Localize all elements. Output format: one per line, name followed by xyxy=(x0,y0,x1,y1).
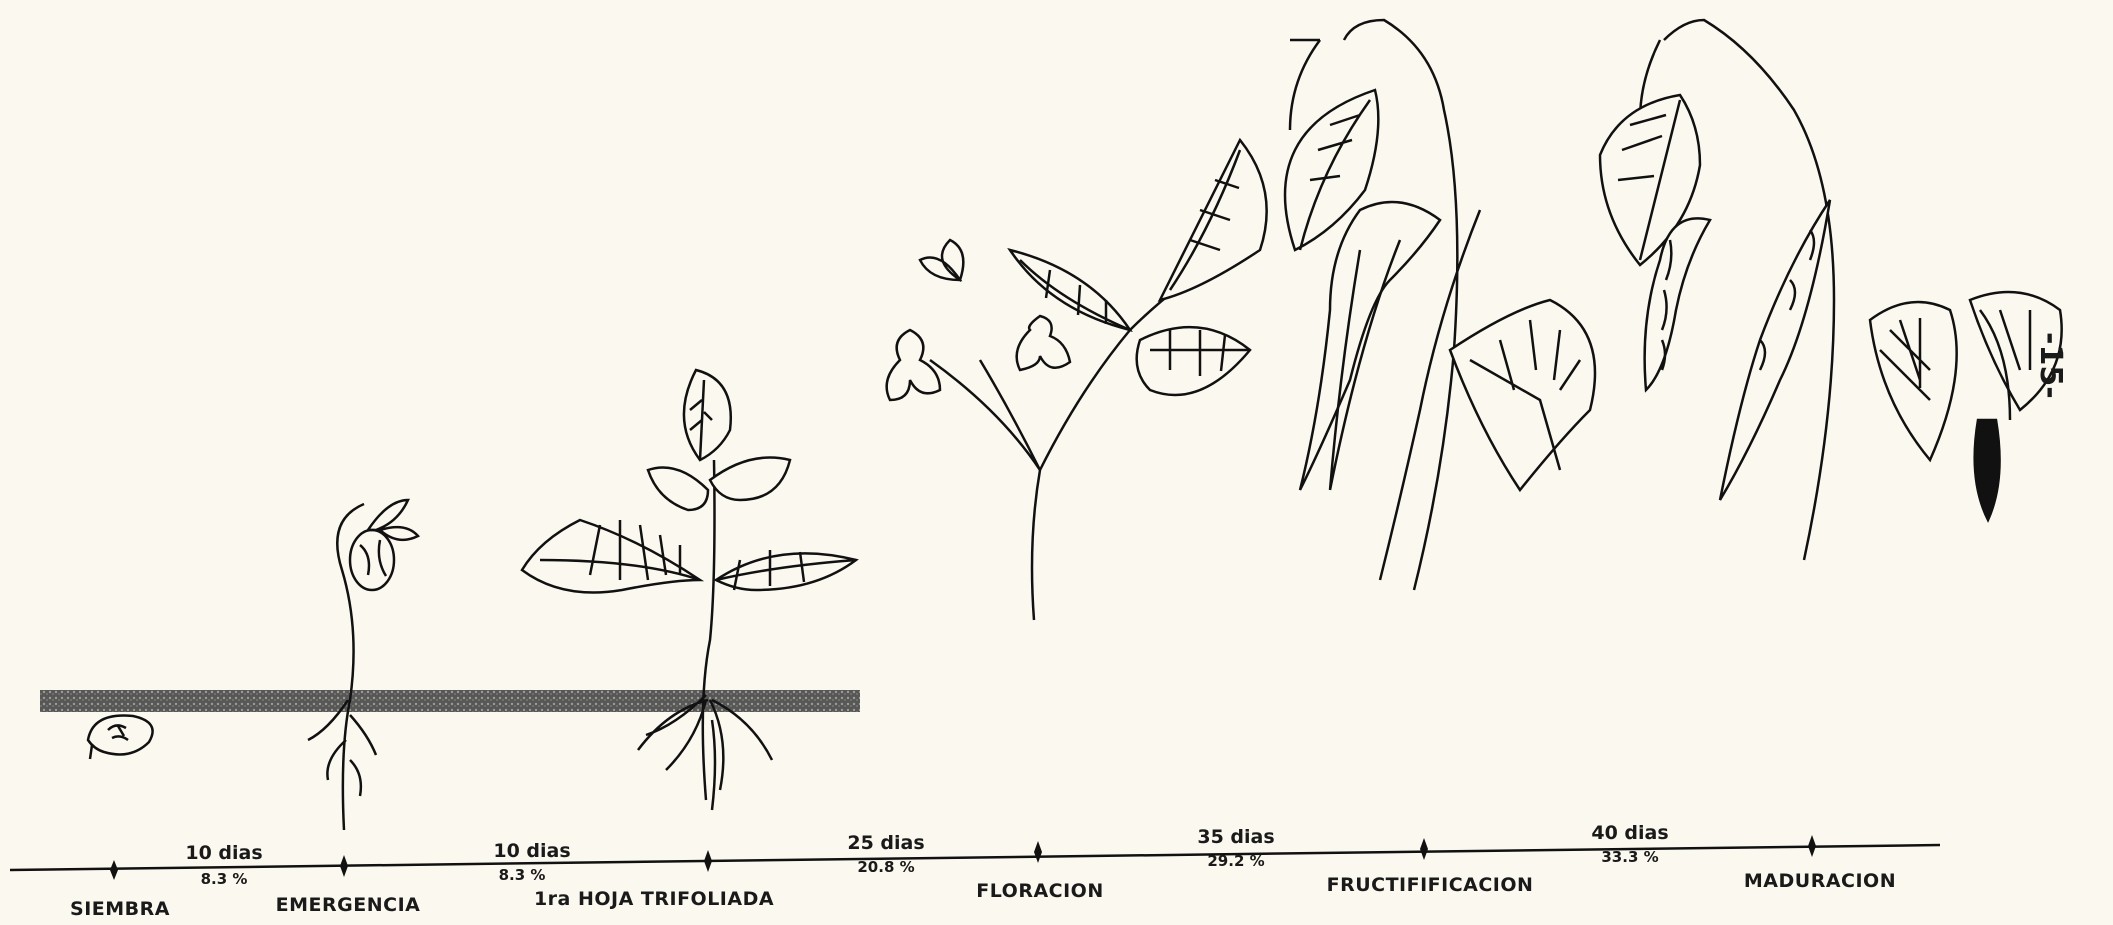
interval-1-duration: 10 dias xyxy=(185,842,262,864)
stage-label-maduracion: MADURACION xyxy=(1744,870,1896,892)
stage-label-siembra: SIEMBRA xyxy=(70,898,170,920)
seed-drawing xyxy=(88,716,153,760)
first-trifoliate-drawing xyxy=(522,370,856,810)
maturation-plant-drawing xyxy=(1600,20,2062,560)
stage-label-floracion: FLORACION xyxy=(976,880,1103,902)
stage-label-fructificacion: FRUCTIFIFICACION xyxy=(1327,874,1534,896)
tick-siembra xyxy=(110,860,118,880)
tick-maduracion xyxy=(1808,835,1816,857)
interval-4-percent: 29.2 % xyxy=(1207,852,1264,870)
fructification-plant-drawing xyxy=(1285,20,1595,590)
page-number: -15- xyxy=(2033,332,2068,399)
tick-fructificacion xyxy=(1420,838,1428,860)
tick-emergencia xyxy=(340,855,348,877)
interval-2-percent: 8.3 % xyxy=(499,866,546,884)
tick-trifoliada xyxy=(704,850,712,872)
stage-label-emergencia: EMERGENCIA xyxy=(276,894,421,916)
interval-2-duration: 10 dias xyxy=(493,840,570,862)
interval-5-duration: 40 dias xyxy=(1591,822,1668,844)
interval-3-duration: 25 dias xyxy=(847,832,924,854)
flowering-plant-drawing xyxy=(887,140,1267,620)
interval-4-duration: 35 dias xyxy=(1197,826,1274,848)
soil-line xyxy=(40,690,860,712)
interval-5-percent: 33.3 % xyxy=(1601,848,1658,866)
stage-label-trifoliada: 1ra HOJA TRIFOLIADA xyxy=(534,888,774,910)
interval-3-percent: 20.8 % xyxy=(857,858,914,876)
interval-1-percent: 8.3 % xyxy=(201,870,248,888)
emergence-seedling-drawing xyxy=(308,500,418,830)
tick-floracion xyxy=(1034,841,1042,863)
